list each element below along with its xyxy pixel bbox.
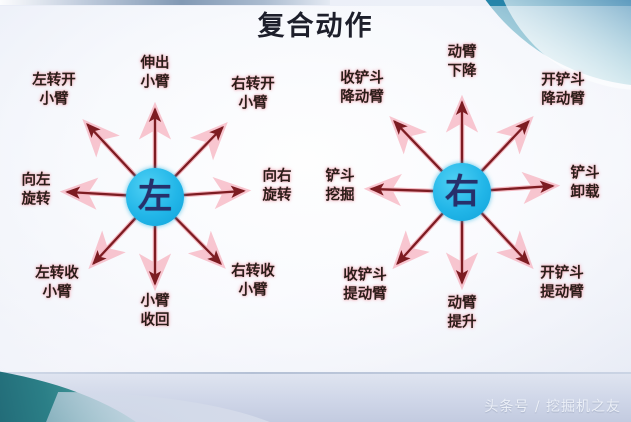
spoke-label-left: 铲斗 挖掘 [325,168,355,203]
spoke-arrow-glow [479,171,561,205]
spoke-label-right: 向右 旋转 [262,168,292,203]
spoke-arrow-glow [59,177,138,210]
slide-title: 复合动作 [257,11,374,42]
spoke-label-up-right: 开铲斗 降动臂 [541,72,585,107]
decor-content-wash [0,6,631,372]
hub-left-label: 左 [138,177,172,217]
spoke-label-up-right: 右转开 小臂 [231,76,275,111]
spoke-arrow [167,126,224,184]
spoke-label-left: 向左 旋转 [21,172,51,207]
decor-divider-line [0,372,631,374]
watermark: 头条号 / 挖掘机之友 [484,399,621,415]
spoke-label-down: 动臂 提升 [447,295,477,330]
spoke-label-up-left: 收铲斗 降动臂 [340,70,384,105]
spoke-arrow [86,122,143,184]
spoke-label-up-left: 左转开 小臂 [32,72,76,107]
spoke-arrow-glow [82,118,144,185]
spoke-label-down-right: 开铲斗 提动臂 [540,265,584,300]
spoke-arrow-glow [473,115,534,180]
spoke-arrow [474,205,530,266]
spoke-label-up: 动臂 下降 [447,44,477,79]
spoke-arrow [393,120,450,179]
spoke-arrow [396,205,450,266]
spoke-label-down: 小臂 收回 [140,293,170,328]
spoke-arrow [480,180,555,193]
spoke-label-down-left: 左转收 小臂 [35,265,79,300]
spoke-arrow [92,210,143,266]
spoke-label-up: 伸出 小臂 [140,55,170,90]
spoke-arrow [167,210,222,265]
hub-right-label: 右 [445,172,479,212]
spoke-arrow [369,183,444,196]
spoke-arrow-glow [363,173,445,207]
decor-top-strip [0,0,330,5]
spoke-arrow [474,119,530,179]
spoke-label-down-right: 右转收 小臂 [231,263,275,298]
spoke-arrow [65,186,137,199]
spoke-arrow-glow [166,208,226,269]
hub-left-joystick[interactable]: 左 [126,168,184,226]
spoke-arrow-glow [172,176,252,210]
spoke-arrow-glow [88,209,144,270]
spoke-label-right: 铲斗 卸载 [570,165,600,200]
spoke-arrow-glow [389,116,451,180]
spoke-arrow-glow [392,204,451,270]
spoke-label-down-left: 收铲斗 提动臂 [343,267,387,302]
spoke-arrow-glow [473,204,534,270]
spoke-arrow-glow [166,122,228,185]
spoke-arrow [173,185,246,199]
hub-right-joystick[interactable]: 右 [433,163,491,221]
